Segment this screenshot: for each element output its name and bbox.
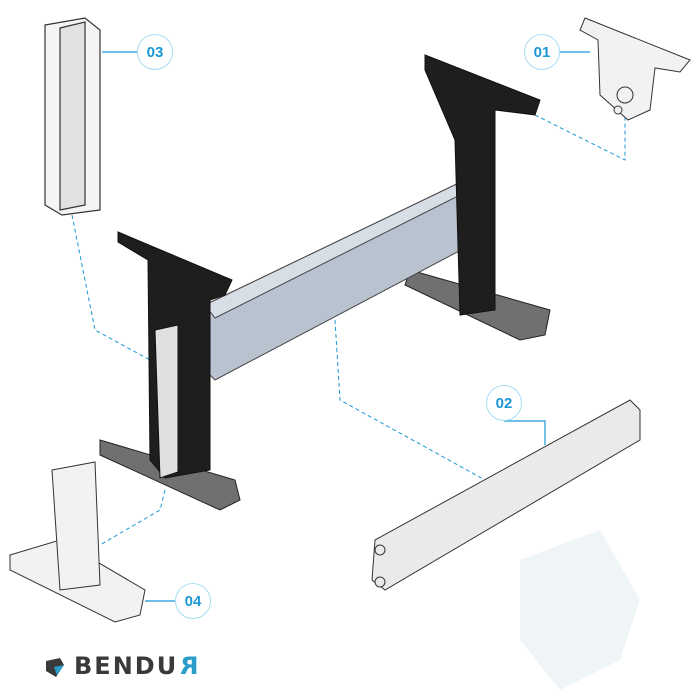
part-03-leg-cover xyxy=(44,17,101,216)
logo-mark-icon xyxy=(46,658,64,677)
callout-01[interactable]: 01 xyxy=(524,34,560,70)
callout-03[interactable]: 03 xyxy=(137,34,173,70)
callout-02[interactable]: 02 xyxy=(486,385,522,421)
bendur-logo: BENDUR xyxy=(42,652,199,680)
part-01-bracket xyxy=(579,17,691,121)
logo-text: BENDUR xyxy=(74,652,199,680)
watermark-logo xyxy=(520,530,640,690)
callout-arrows xyxy=(102,51,590,602)
callout-04[interactable]: 04 xyxy=(175,583,211,619)
part-04-base-foot xyxy=(9,461,146,623)
leader-lines xyxy=(71,110,626,546)
legs xyxy=(117,54,541,479)
part-02-profile-beam xyxy=(371,399,641,591)
